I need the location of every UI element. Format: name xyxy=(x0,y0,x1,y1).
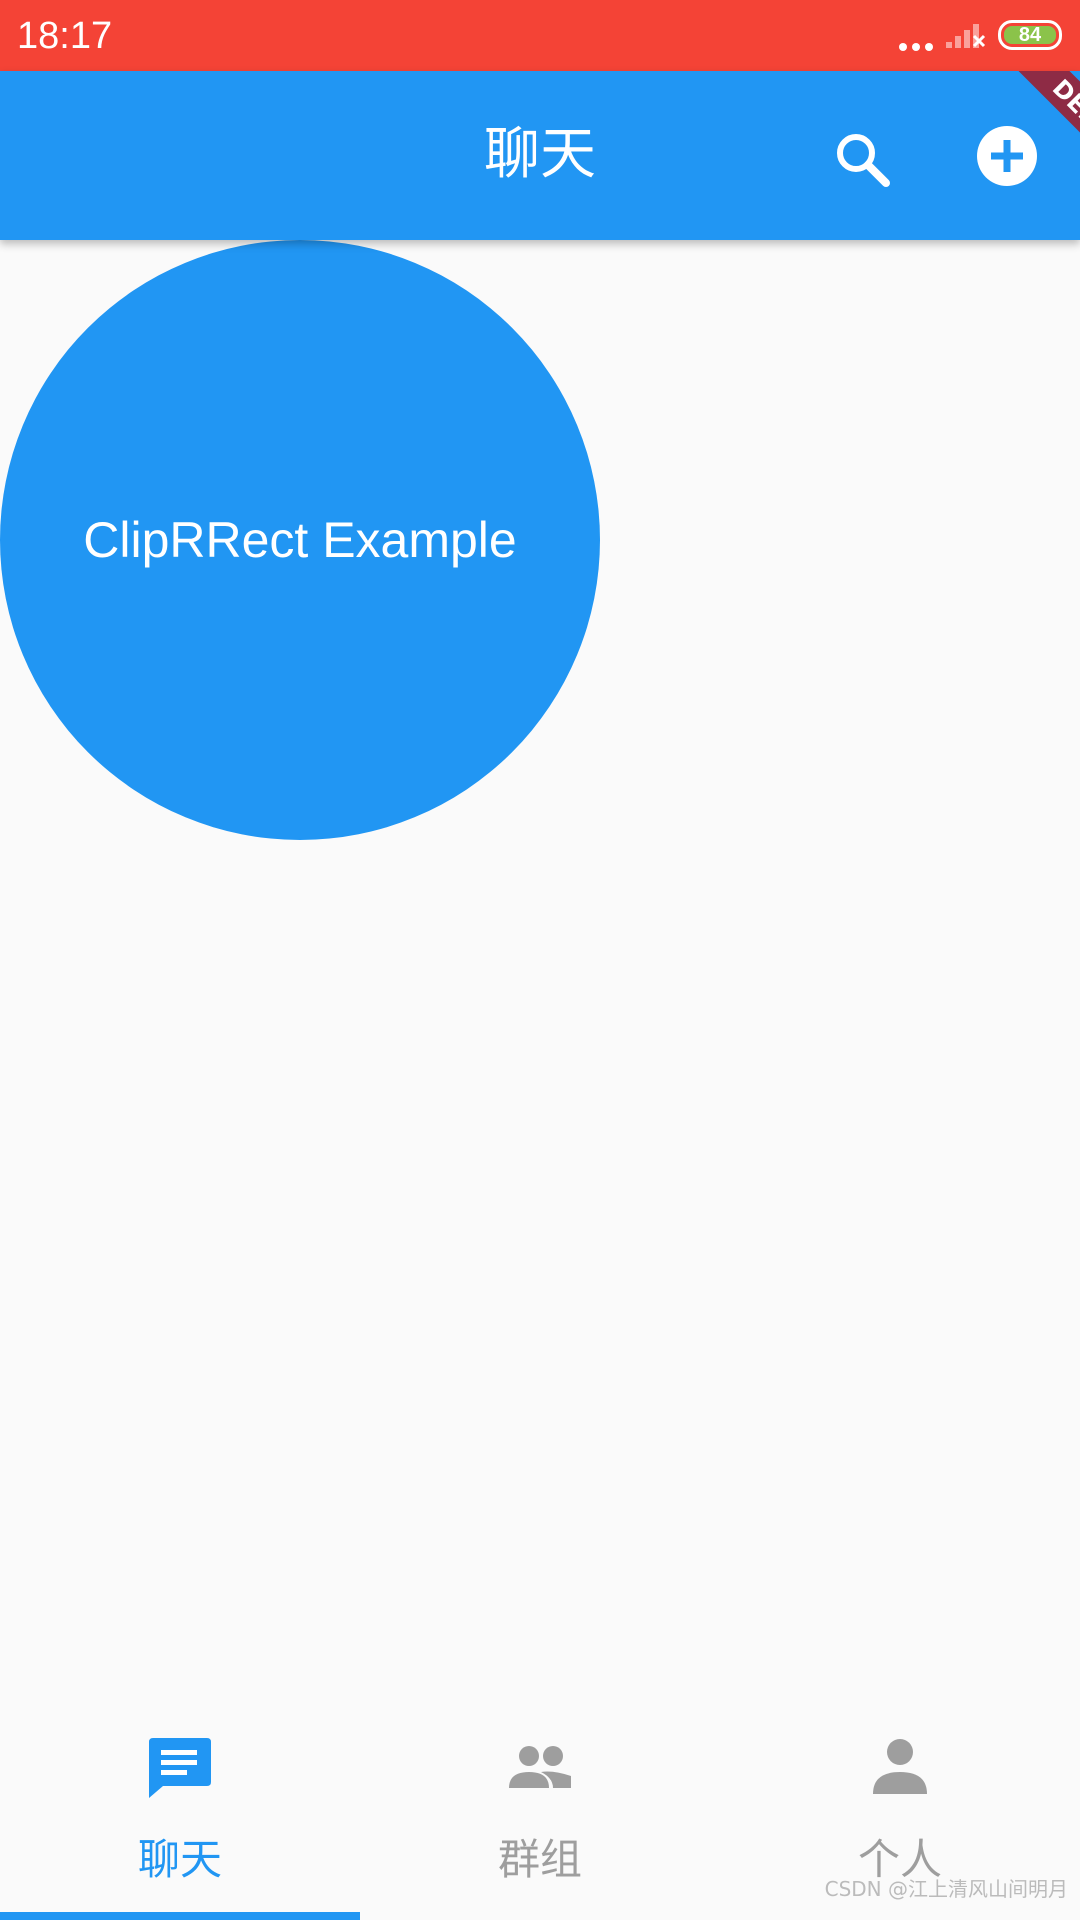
app-bar: 聊天 DEBUG xyxy=(0,71,1080,240)
add-circle-icon[interactable] xyxy=(976,125,1038,187)
watermark: CSDN @江上清风山间明月 xyxy=(824,1877,1068,1901)
nav-active-indicator xyxy=(0,1912,360,1920)
nav-label-chat: 聊天 xyxy=(137,1835,222,1884)
more-dots-icon xyxy=(898,38,934,57)
nav-item-chat[interactable]: 聊天 xyxy=(0,1710,360,1920)
nav-label-group: 群组 xyxy=(497,1835,582,1884)
debug-banner: DEBUG xyxy=(960,71,1080,191)
nav-item-group[interactable]: 群组 xyxy=(360,1710,720,1920)
chat-icon xyxy=(149,1738,211,1798)
nav-item-personal[interactable]: 个人 xyxy=(720,1710,1080,1920)
page-title: 聊天 xyxy=(484,122,596,187)
nav-label-personal: 个人 xyxy=(857,1835,942,1884)
signal-icon xyxy=(944,20,986,54)
clip-rrect-label: ClipRRect Example xyxy=(83,512,517,568)
bottom-navigation: 聊天 群组 个人 xyxy=(0,1710,1080,1920)
search-icon[interactable] xyxy=(832,129,892,189)
clip-rrect-circle: ClipRRect Example xyxy=(0,240,600,840)
status-time: 18:17 xyxy=(17,15,113,57)
battery-level: 84 xyxy=(1004,25,1056,45)
person-icon xyxy=(873,1739,927,1794)
group-icon xyxy=(509,1746,571,1788)
debug-banner-label: DEBUG xyxy=(999,71,1080,191)
battery-icon: 84 xyxy=(998,20,1062,50)
status-bar: 18:17 84 xyxy=(0,0,1080,71)
main-content: ClipRRect Example xyxy=(0,240,1080,1710)
